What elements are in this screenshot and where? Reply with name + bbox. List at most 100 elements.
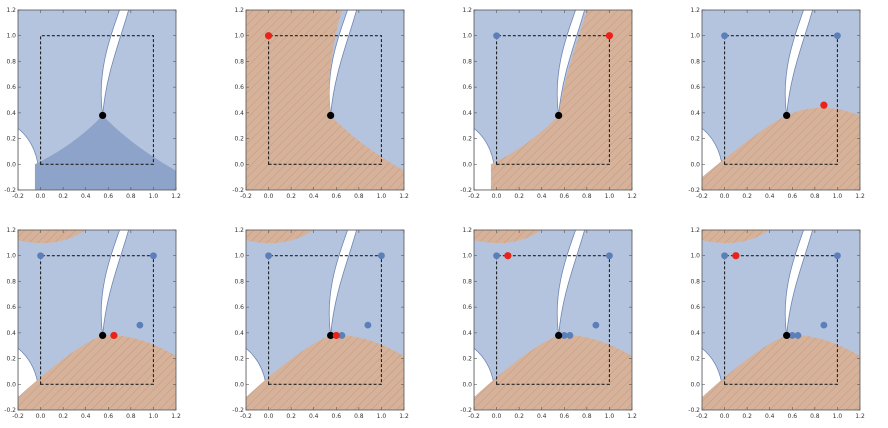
center-point bbox=[555, 331, 563, 340]
x-tick-label: 0.6 bbox=[332, 193, 342, 200]
x-tick-label: -0.2 bbox=[696, 193, 708, 200]
blue-point bbox=[265, 252, 272, 260]
center-point bbox=[555, 111, 563, 120]
y-tick-label: -0.2 bbox=[232, 187, 244, 194]
region-orange-hatch bbox=[490, 10, 632, 190]
x-tick-label: 0.2 bbox=[514, 193, 524, 200]
x-tick-label: 1.2 bbox=[399, 193, 409, 200]
y-tick-label: 0.6 bbox=[690, 84, 700, 91]
x-tick-label: 0.2 bbox=[58, 413, 68, 420]
y-tick-label: 0.6 bbox=[234, 304, 244, 311]
region-orange-hatch bbox=[246, 335, 404, 410]
x-tick-label: 0.4 bbox=[309, 413, 319, 420]
blue-point bbox=[592, 321, 600, 329]
blue-point bbox=[493, 252, 500, 260]
x-tick-label: 0.8 bbox=[126, 193, 136, 200]
panel-frame bbox=[701, 9, 861, 191]
y-tick-label: 0.6 bbox=[6, 84, 16, 91]
y-tick-label: 0.4 bbox=[462, 330, 472, 337]
blue-point bbox=[834, 32, 841, 40]
blue-point bbox=[493, 32, 500, 40]
x-tick-label: 1.0 bbox=[605, 413, 615, 420]
blue-point bbox=[566, 332, 574, 339]
y-tick-label: -0.2 bbox=[460, 187, 472, 194]
y-tick-label: -0.2 bbox=[232, 407, 244, 414]
panel-frame bbox=[473, 9, 633, 191]
y-tick-label: 0.6 bbox=[690, 304, 700, 311]
region-orange-top-hatch bbox=[474, 230, 542, 244]
x-tick-label: 1.0 bbox=[377, 193, 387, 200]
y-tick-label: 0.0 bbox=[690, 161, 700, 168]
y-tick-label: 0.0 bbox=[462, 381, 472, 388]
y-tick-label: 0.0 bbox=[690, 381, 700, 388]
y-tick-label: 0.4 bbox=[690, 110, 700, 117]
region-orange-top-hatch bbox=[18, 230, 86, 244]
region-orange-top-hatch bbox=[702, 230, 770, 244]
panel-frame bbox=[17, 9, 177, 191]
blue-point bbox=[794, 332, 802, 339]
x-tick-label: 0.0 bbox=[36, 193, 46, 200]
blue-point bbox=[721, 252, 728, 260]
y-tick-label: 1.2 bbox=[234, 7, 244, 14]
y-tick-label: 0.4 bbox=[234, 330, 244, 337]
x-tick-label: 0.6 bbox=[788, 193, 798, 200]
y-tick-label: 0.8 bbox=[462, 278, 472, 285]
y-tick-label: 0.6 bbox=[462, 304, 472, 311]
center-point bbox=[783, 111, 791, 120]
blue-point bbox=[560, 332, 568, 339]
x-tick-label: 0.8 bbox=[582, 193, 592, 200]
x-tick-label: 1.2 bbox=[171, 413, 181, 420]
panel-frame bbox=[473, 229, 633, 411]
x-tick-label: 1.2 bbox=[399, 413, 409, 420]
red-point bbox=[110, 331, 118, 340]
y-tick-label: -0.2 bbox=[4, 187, 16, 194]
y-tick-label: 1.2 bbox=[690, 227, 700, 234]
x-tick-label: 0.6 bbox=[560, 193, 570, 200]
unit-square bbox=[40, 35, 154, 165]
region-white-lens bbox=[328, 230, 358, 336]
y-tick-label: 0.4 bbox=[6, 330, 16, 337]
y-tick-label: 1.0 bbox=[6, 253, 16, 260]
x-tick-label: 0.8 bbox=[810, 193, 820, 200]
red-point bbox=[332, 331, 340, 340]
x-tick-label: -0.2 bbox=[696, 413, 708, 420]
x-tick-label: -0.2 bbox=[240, 193, 252, 200]
x-tick-label: 0.4 bbox=[81, 413, 91, 420]
region-white-lens bbox=[784, 230, 814, 336]
x-tick-label: 1.2 bbox=[627, 413, 637, 420]
x-tick-label: 0.4 bbox=[765, 413, 775, 420]
x-tick-label: 1.0 bbox=[377, 413, 387, 420]
blue-point bbox=[721, 32, 728, 40]
y-tick-label: 1.0 bbox=[462, 253, 472, 260]
blue-point bbox=[788, 332, 796, 339]
region-white-lens bbox=[556, 230, 586, 336]
y-tick-label: 0.6 bbox=[6, 304, 16, 311]
x-tick-label: 0.0 bbox=[36, 413, 46, 420]
y-tick-label: 0.8 bbox=[690, 58, 700, 65]
panel-frame bbox=[17, 229, 177, 411]
x-tick-label: -0.2 bbox=[12, 193, 24, 200]
red-point bbox=[605, 32, 614, 40]
x-tick-label: 0.4 bbox=[765, 193, 775, 200]
y-tick-label: 1.2 bbox=[462, 7, 472, 14]
x-tick-label: 0.6 bbox=[560, 413, 570, 420]
x-tick-label: 0.6 bbox=[104, 413, 114, 420]
x-tick-label: 0.0 bbox=[720, 413, 730, 420]
y-tick-label: 1.0 bbox=[234, 33, 244, 40]
region-orange-hatch bbox=[702, 107, 860, 190]
y-tick-label: 0.0 bbox=[234, 381, 244, 388]
region-orange-hatch bbox=[702, 335, 860, 410]
y-tick-label: 0.6 bbox=[462, 84, 472, 91]
blue-point bbox=[378, 252, 385, 260]
y-tick-label: 0.6 bbox=[234, 84, 244, 91]
y-tick-label: -0.2 bbox=[688, 187, 700, 194]
y-tick-label: 0.8 bbox=[6, 58, 16, 65]
y-tick-label: 0.2 bbox=[690, 356, 700, 363]
x-tick-label: 0.2 bbox=[514, 413, 524, 420]
panel-frame bbox=[701, 229, 861, 411]
y-tick-label: -0.2 bbox=[460, 407, 472, 414]
y-tick-label: 1.0 bbox=[6, 33, 16, 40]
x-tick-label: -0.2 bbox=[468, 193, 480, 200]
